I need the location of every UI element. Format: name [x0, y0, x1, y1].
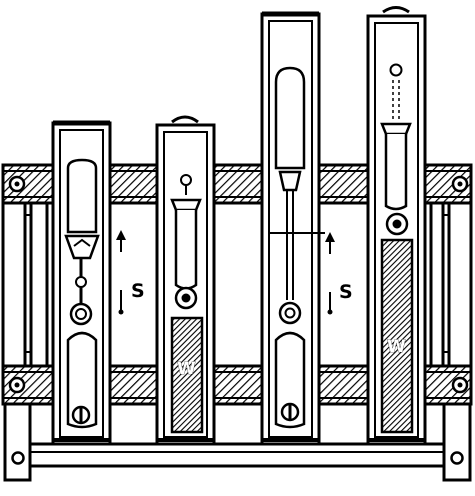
down-arrow-icon — [118, 290, 124, 315]
column-1 — [51, 120, 112, 446]
base-plate — [3, 402, 472, 482]
label-w-right: W — [387, 337, 406, 357]
column-2: W — [155, 115, 216, 446]
bolt-icon — [450, 451, 464, 465]
up-arrow-icon — [325, 232, 335, 254]
label-w-left: W — [177, 359, 196, 379]
label-s-right: S — [339, 281, 353, 303]
side-posts — [1, 201, 473, 368]
column-3 — [260, 11, 325, 446]
label-s-left: S — [131, 280, 145, 302]
arrow-group-left: S — [116, 230, 145, 315]
down-arrow-icon — [327, 292, 333, 315]
up-arrow-icon — [116, 230, 126, 252]
bolt-icon — [11, 451, 25, 465]
arrow-group-right: S — [325, 232, 353, 315]
column-4: W — [366, 6, 427, 446]
